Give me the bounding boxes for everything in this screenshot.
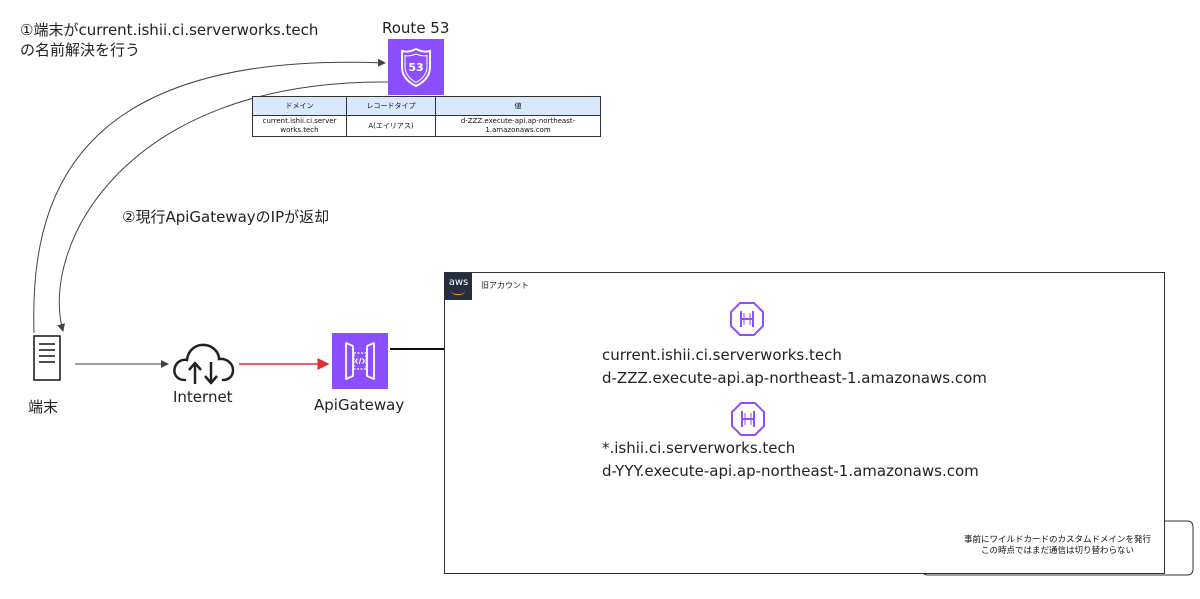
- custom-domain-icon: [729, 301, 765, 341]
- terminal-label: 端末: [28, 398, 59, 416]
- dns-record-table: ドメイン レコードタイプ 値 current.ishii.ci.server w…: [252, 96, 601, 137]
- route53-icon: 53: [388, 39, 444, 95]
- apigateway-icon: [332, 333, 388, 389]
- aws-logo-icon: aws: [445, 273, 472, 300]
- dns-table-header: ドメイン レコードタイプ 値: [252, 96, 601, 116]
- cell-domain: current.ishii.ci.server works.tech: [252, 115, 347, 137]
- apigateway-label: ApiGateway: [314, 396, 405, 414]
- current-domain: current.ishii.ci.serverworks.tech: [602, 346, 842, 364]
- cell-record-type: A(エイリアス): [346, 115, 436, 137]
- wildcard-domain-block: *.ishii.ci.serverworks.tech d-YYY.execut…: [602, 437, 979, 483]
- cell-domain-line2: works.tech: [280, 126, 319, 134]
- aws-account-group: aws 旧アカウント: [444, 272, 1165, 574]
- response-arrow: [57, 81, 389, 332]
- callout-text: 事前にワイルドカードのカスタムドメインを発行 この時点ではまだ通信は切り替わらな…: [922, 535, 1193, 557]
- terminal-icon: [33, 335, 61, 385]
- cell-value-line2: 1.amazonaws.com: [485, 126, 551, 134]
- custom-domain-icon: [730, 401, 766, 441]
- route53-title: Route 53: [382, 19, 450, 37]
- wildcard-target: d-YYY.execute-api.ap-northeast-1.amazona…: [602, 462, 979, 480]
- header-record-type: レコードタイプ: [346, 96, 436, 116]
- resolve-arrow: [33, 58, 386, 334]
- table-row: current.ishii.ci.server works.tech A(エイリ…: [252, 115, 601, 137]
- aws-logo-text: aws: [448, 277, 469, 288]
- step1-text: ①端末がcurrent.ishii.ci.serverworks.tech の名…: [20, 20, 318, 60]
- cell-value-line1: d-ZZZ.execute-api.ap-northeast-: [460, 117, 576, 125]
- account-label: 旧アカウント: [481, 281, 529, 290]
- route53-icon-text: 53: [408, 61, 424, 74]
- internet-label: Internet: [173, 388, 233, 406]
- step1-line2: の名前解決を行う: [20, 41, 141, 59]
- current-domain-block: current.ishii.ci.serverworks.tech d-ZZZ.…: [602, 344, 987, 390]
- callout-line2: この時点ではまだ通信は切り替わらない: [980, 546, 1134, 556]
- header-value: 値: [435, 96, 601, 116]
- step2-text: ②現行ApiGatewayのIPが返却: [122, 208, 330, 226]
- cell-domain-line1: current.ishii.ci.server: [262, 117, 337, 125]
- wildcard-domain: *.ishii.ci.serverworks.tech: [602, 439, 796, 457]
- current-target: d-ZZZ.execute-api.ap-northeast-1.amazona…: [602, 369, 987, 387]
- header-domain: ドメイン: [252, 96, 347, 116]
- step1-line1: ①端末がcurrent.ishii.ci.serverworks.tech: [20, 21, 319, 39]
- cell-value: d-ZZZ.execute-api.ap-northeast- 1.amazon…: [435, 115, 601, 137]
- callout-line1: 事前にワイルドカードのカスタムドメインを発行: [963, 535, 1151, 545]
- internet-cloud-icon: [171, 340, 237, 390]
